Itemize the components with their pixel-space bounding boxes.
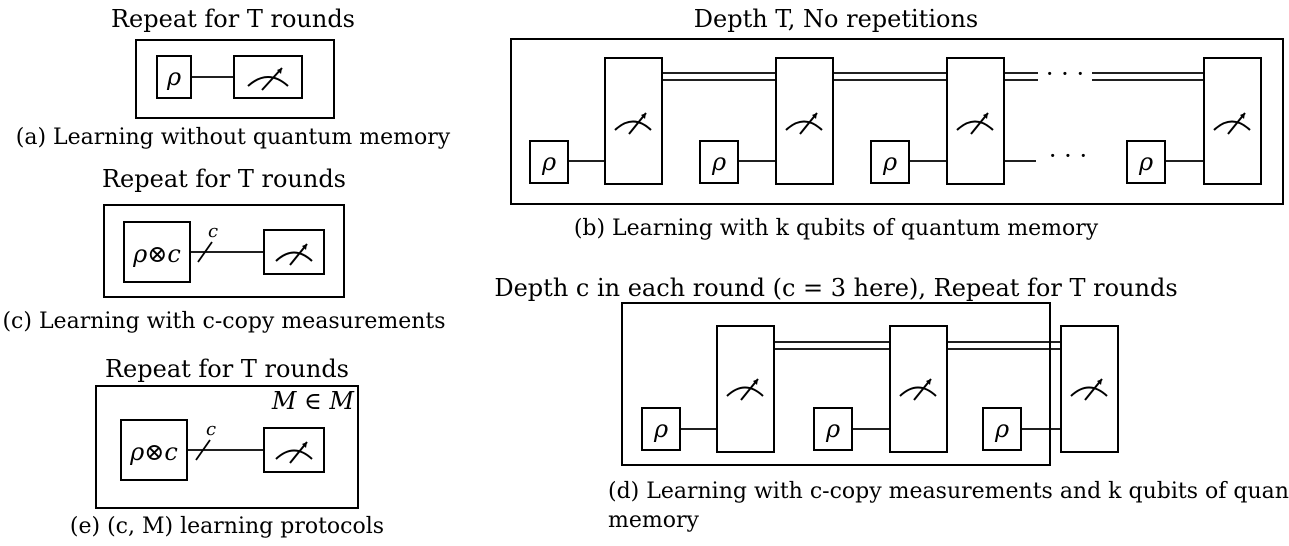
panel-a-frame bbox=[135, 39, 335, 119]
panel-d-frame bbox=[621, 302, 1051, 466]
panel-c-wire-label: c bbox=[208, 221, 218, 242]
panel-e-state-box bbox=[120, 419, 188, 481]
panel-b-ellipsis-bottom: · · · bbox=[1049, 142, 1087, 170]
panel-c-frame bbox=[103, 204, 345, 298]
measurement-meter-icon bbox=[1070, 378, 1108, 401]
panel-c-wire-slash bbox=[197, 241, 213, 263]
panel-b-ellipsis-top: · · · bbox=[1046, 60, 1084, 88]
measurement-meter-icon bbox=[247, 67, 289, 91]
panel-b-state-symbol-2: ρ bbox=[711, 148, 726, 176]
panel-d-caption-line1: (d) Learning with c-copy measurements an… bbox=[608, 479, 1289, 504]
panel-d-measure-box-3 bbox=[1060, 325, 1119, 453]
panel-d-state-symbol-3: ρ bbox=[994, 415, 1009, 443]
panel-e: Repeat for T rounds M ∈ M ρ⊗c c (e) (c, … bbox=[70, 355, 384, 539]
panel-b-state-symbol-1: ρ bbox=[541, 148, 556, 176]
panel-e-title: Repeat for T rounds bbox=[105, 355, 349, 383]
panel-b-caption: (b) Learning with k qubits of quantum me… bbox=[574, 216, 1099, 241]
panel-d-measure-box-1 bbox=[716, 325, 775, 453]
panel-c-state-box bbox=[123, 221, 191, 283]
panel-b-state-symbol-3: ρ bbox=[882, 148, 897, 176]
measurement-meter-icon bbox=[726, 378, 764, 401]
panel-b-frame bbox=[510, 38, 1284, 205]
measurement-meter-icon bbox=[956, 112, 994, 135]
panel-c: Repeat for T rounds ρ⊗c c (c) Learning w… bbox=[2, 165, 445, 334]
panel-c-caption: (c) Learning with c-copy measurements bbox=[2, 309, 445, 334]
panel-e-wire-label: c bbox=[206, 419, 216, 440]
panel-b-classical-wires bbox=[662, 72, 1204, 81]
panel-b-state-box-1 bbox=[529, 140, 569, 184]
panel-e-measurement-set: M ∈ M bbox=[271, 387, 356, 415]
panel-b-state-symbol-4: ρ bbox=[1138, 148, 1153, 176]
measurement-meter-icon bbox=[899, 378, 937, 401]
panel-a-state-symbol: ρ bbox=[166, 63, 181, 91]
panel-e-state-symbol: ρ⊗c bbox=[129, 438, 178, 466]
panel-e-wire-slash bbox=[195, 439, 211, 461]
panel-d-state-symbol-1: ρ bbox=[653, 415, 668, 443]
measurement-meter-icon bbox=[275, 441, 313, 464]
measurement-meter-icon bbox=[785, 112, 823, 135]
panel-c-title: Repeat for T rounds bbox=[102, 165, 346, 193]
panel-d-state-box-2 bbox=[813, 407, 853, 451]
panel-d-measure-box-2 bbox=[889, 325, 948, 453]
panel-c-state-symbol: ρ⊗c bbox=[132, 240, 181, 268]
panel-d-caption-line2: memory bbox=[608, 508, 700, 533]
panel-a-title: Repeat for T rounds bbox=[111, 5, 355, 33]
panel-b-state-box-2 bbox=[699, 140, 739, 184]
panel-b-state-box-3 bbox=[870, 140, 910, 184]
measurement-meter-icon bbox=[1213, 112, 1251, 135]
panel-d-state-box-1 bbox=[641, 407, 681, 451]
panel-d: Depth c in each round (c = 3 here), Repe… bbox=[494, 274, 1289, 533]
measurement-meter-icon bbox=[275, 243, 313, 266]
panel-a-state-box bbox=[156, 55, 192, 99]
panel-d-title: Depth c in each round (c = 3 here), Repe… bbox=[494, 274, 1177, 302]
measurement-meter-icon bbox=[614, 112, 652, 135]
panel-e-frame bbox=[95, 385, 359, 509]
panel-b-title: Depth T, No repetitions bbox=[694, 5, 978, 33]
panel-d-classical-wires bbox=[774, 341, 1061, 350]
panel-b-state-box-4 bbox=[1126, 140, 1166, 184]
panel-a-caption: (a) Learning without quantum memory bbox=[16, 125, 451, 150]
panel-e-caption: (e) (c, M) learning protocols bbox=[70, 514, 384, 539]
panel-b: Depth T, No repetitions · · · · · · ρ ρ … bbox=[510, 5, 1284, 241]
panel-a: Repeat for T rounds ρ (a) Learning witho… bbox=[16, 5, 451, 150]
panel-d-state-symbol-2: ρ bbox=[825, 415, 840, 443]
